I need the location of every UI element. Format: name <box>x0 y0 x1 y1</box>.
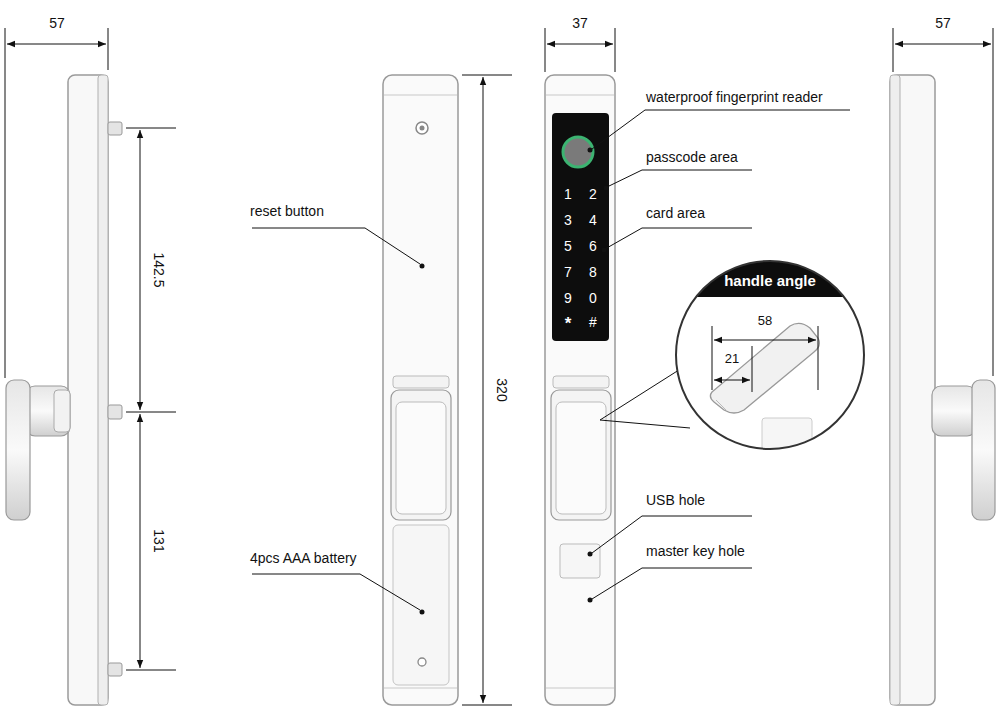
part-name: card area <box>646 206 705 221</box>
part-name: USB hole <box>646 493 705 508</box>
dimension: 131 <box>150 529 165 552</box>
dimension: 57 <box>935 16 951 31</box>
dimension: 142.5 <box>150 252 165 287</box>
dimension: 37 <box>572 16 588 31</box>
key-digit: 5 <box>564 239 572 254</box>
key-symbol: # <box>589 315 597 330</box>
key-digit: 9 <box>564 291 572 306</box>
key-digit: 3 <box>564 213 572 228</box>
side-view-right <box>890 75 995 705</box>
key-digit: 6 <box>589 239 597 254</box>
key-digit: 1 <box>564 187 572 202</box>
handle-angle-callout <box>670 255 870 458</box>
dimension: 57 <box>49 16 65 31</box>
key-digit: 8 <box>589 265 597 280</box>
key-digit: 2 <box>589 187 597 202</box>
part-name: 4pcs AAA battery <box>250 551 357 566</box>
part-name: master key hole <box>646 544 745 559</box>
dimension: 21 <box>725 352 739 366</box>
callout-title: handle angle <box>724 273 816 290</box>
key-digit: 7 <box>564 265 572 280</box>
side-view-left <box>6 75 122 705</box>
part-name: reset button <box>250 204 324 219</box>
part-name: passcode area <box>646 150 738 165</box>
dimension-lines <box>5 28 993 705</box>
dimension: 320 <box>493 378 508 401</box>
part-name: waterproof fingerprint reader <box>646 90 823 105</box>
dimension: 58 <box>758 314 772 328</box>
key-digit: 4 <box>589 213 597 228</box>
back-view <box>252 75 458 705</box>
key-symbol: * <box>565 315 572 334</box>
key-digit: 0 <box>589 291 597 306</box>
